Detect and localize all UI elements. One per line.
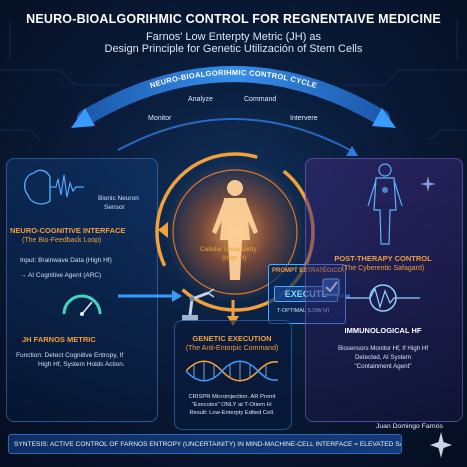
uncertainty-label-1: Cellular Uncertainty — [200, 246, 257, 253]
cycle-step-analyze: Analyze — [188, 96, 213, 103]
function-line-1: Function: Detect Cognitive Entropy, If — [16, 352, 124, 359]
heartbeat-icon — [346, 284, 420, 312]
cycle-arrowhead-right — [372, 108, 396, 128]
right-desc-3: "Containment Agent" — [354, 363, 412, 370]
post-therapy-title: POST-THERAPY CONTROL — [334, 254, 432, 263]
cycle-band — [77, 66, 390, 126]
cycle-step-intervene: Intervere — [290, 115, 318, 122]
neuro-interface-subtitle: (The Bio-Feedback Loop) — [22, 237, 102, 244]
neuro-interface-title: NEURO-COGNITIVE INTERFACE — [10, 226, 126, 235]
cycle-arrowhead-left — [71, 108, 95, 128]
brain-waveform-icon — [23, 169, 84, 205]
dna-helix-icon — [186, 360, 278, 382]
sensor-label-2: Sensor — [104, 204, 125, 211]
human-silhouette-icon — [212, 180, 258, 280]
input-line: Input: Brainwave Data (High Hf) — [20, 257, 112, 264]
star-sparkle-icon — [430, 432, 452, 458]
immunological-title: IMMUNOLOGICAL HF — [344, 326, 422, 335]
human-body-icon — [367, 163, 403, 245]
genetic-desc-1: CRISPR Microinjection. AR Promt — [188, 394, 276, 400]
optimal-label: T-OPTIMAL (LOW H) — [277, 308, 330, 314]
genetic-subtitle: (The Anti-Entorpic Command) — [185, 345, 279, 352]
agent-line: → AI Cognitive Agent (ARC) — [20, 272, 102, 279]
subtitle-line-2: Design Principle for Genetic Utilización… — [104, 43, 363, 55]
author-name: Juan Domingo Farnós — [376, 423, 443, 430]
genetic-title: GENETIC EXECUTION — [192, 334, 272, 343]
cycle-step-monitor: Monitor — [148, 115, 172, 122]
main-title: NEURO-BIOALGORIHMIC CONTROL FOR REGNENTA… — [26, 12, 441, 26]
right-desc-1: Biosensors Monitor Hf, If High Hf — [337, 345, 429, 352]
gauge-icon — [62, 294, 102, 316]
robot-arm-icon — [182, 288, 215, 321]
function-line-2: High Hf, System Holds Action. — [38, 361, 125, 368]
genetic-desc-3: Result: Low-Enterpty Edited Cell. — [189, 410, 275, 416]
jh-metric-title: JH FARNOS METRIC — [22, 335, 96, 344]
post-therapy-subtitle: (The Cyberentic Safagard) — [341, 265, 425, 272]
neuro-cognitive-panel — [6, 158, 158, 422]
post-therapy-panel — [305, 158, 463, 422]
cycle-step-command: Command — [244, 96, 277, 103]
right-desc-2: Detected, AI System — [354, 354, 412, 361]
genetic-desc-2: "Executes" ONLY at T-Otiem H: — [191, 402, 273, 408]
subtitle-line-1: Farnos' Low Enterpty Metric (JH) as — [145, 31, 322, 43]
uncertainty-label-2: (High H) — [222, 255, 247, 262]
sparkle-icon — [420, 176, 436, 192]
synthesis-banner: SYNTESIS: ACTIVE CONTROL OF FARNOS ENTRO… — [8, 434, 402, 454]
sensor-label-1: Bionic Neuron — [98, 195, 139, 202]
